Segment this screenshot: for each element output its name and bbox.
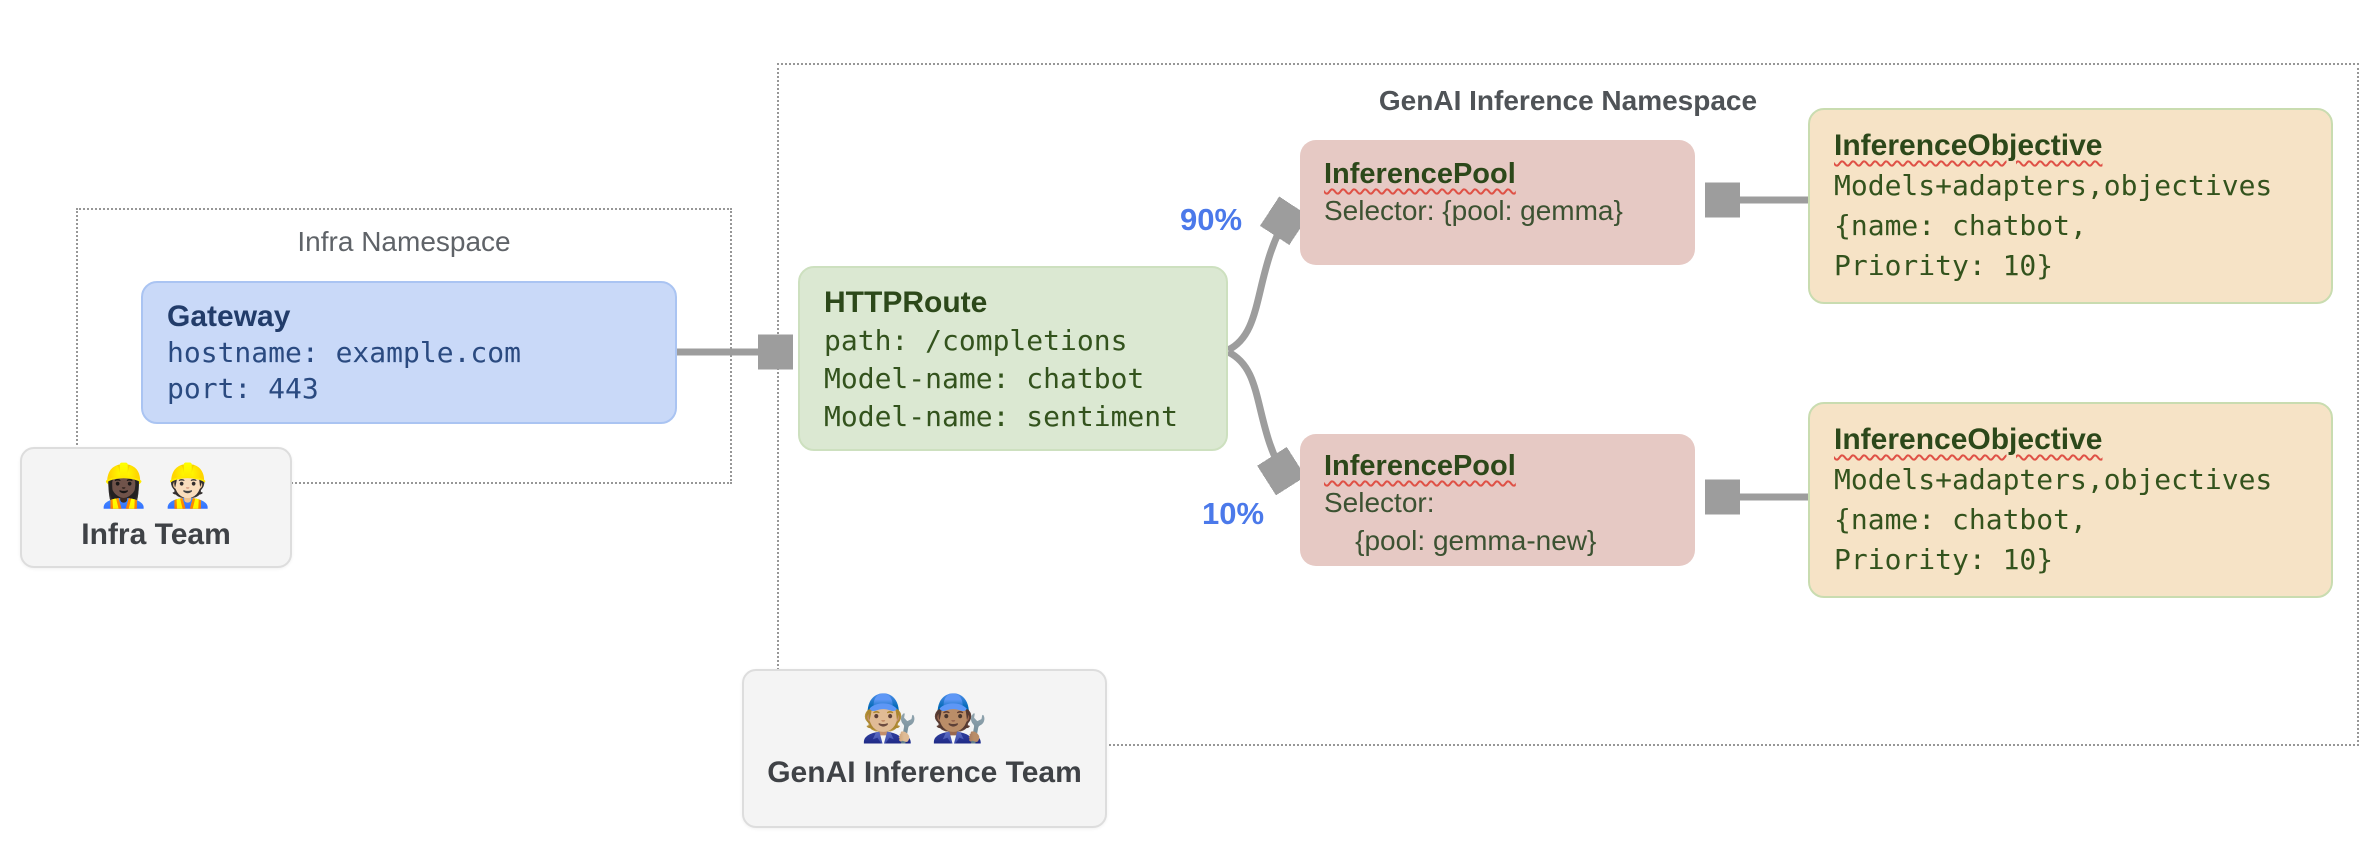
inference-pool-bottom-title: InferencePool <box>1324 448 1671 484</box>
inference-objective-top-title-text: InferenceObjective <box>1834 129 2103 162</box>
objective-top-models-line: Models+adapters,objectives <box>1834 169 2273 202</box>
inference-objective-bottom-title-text: InferenceObjective <box>1834 423 2103 456</box>
infra-namespace-label: Infra Namespace <box>297 226 511 257</box>
construction-worker-emojis-icon: 👷🏿‍♀️ 👷🏻 <box>97 462 215 509</box>
genai-inference-team-label: GenAI Inference Team <box>767 756 1082 789</box>
httproute-node: HTTPRoute path: /completions Model-name:… <box>798 266 1228 451</box>
infra-team-card: 👷🏿‍♀️ 👷🏻 Infra Team <box>20 447 292 568</box>
inference-objective-top-node: InferenceObjective Models+adapters,objec… <box>1808 108 2333 304</box>
gateway-title: Gateway <box>167 300 291 333</box>
traffic-weight-90-label: 90% <box>1180 202 1243 237</box>
mechanic-emojis-icon: 🧑🏼‍🔧 🧑🏽‍🔧 <box>860 692 989 744</box>
inference-objective-bottom-node: InferenceObjective Models+adapters,objec… <box>1808 402 2333 598</box>
httproute-model-chatbot-line: Model-name: chatbot <box>824 362 1145 395</box>
httproute-path-line: path: /completions <box>824 324 1128 357</box>
infra-team-label: Infra Team <box>81 518 231 551</box>
gateway-port-line: port: 443 <box>167 372 319 405</box>
inference-objective-top-title: InferenceObjective <box>1834 126 2307 166</box>
objective-top-name-line: {name: chatbot, <box>1834 209 2087 242</box>
inference-pool-top-title: InferencePool <box>1324 156 1671 192</box>
inference-pool-bottom-node: InferencePool Selector: {pool: gemma-new… <box>1300 434 1695 566</box>
traffic-weight-10-label: 10% <box>1202 496 1265 531</box>
httproute-title: HTTPRoute <box>824 286 988 319</box>
gateway-hostname-line: hostname: example.com <box>167 336 522 369</box>
inference-pool-top-selector-line: Selector: {pool: gemma} <box>1324 195 1623 226</box>
inference-pool-bottom-selector-line: Selector: <box>1324 487 1435 518</box>
gateway-node: Gateway hostname: example.com port: 443 <box>141 281 677 424</box>
objective-bottom-priority-line: Priority: 10} <box>1834 543 2054 576</box>
inference-pool-bottom-selector-value-line: {pool: gemma-new} <box>1324 525 1597 556</box>
infra-namespace-box: Infra Namespace <box>76 208 732 484</box>
genai-inference-namespace-box: GenAI Inference Namespace <box>777 63 2359 746</box>
objective-top-priority-line: Priority: 10} <box>1834 249 2054 282</box>
httproute-model-sentiment-line: Model-name: sentiment <box>824 400 1179 433</box>
objective-bottom-models-line: Models+adapters,objectives <box>1834 463 2273 496</box>
genai-inference-namespace-label: GenAI Inference Namespace <box>1378 85 1758 116</box>
inference-pool-top-node: InferencePool Selector: {pool: gemma} <box>1300 140 1695 265</box>
genai-inference-team-card: 🧑🏼‍🔧 🧑🏽‍🔧 GenAI Inference Team <box>742 669 1107 828</box>
inference-objective-bottom-title: InferenceObjective <box>1834 420 2307 460</box>
objective-bottom-name-line: {name: chatbot, <box>1834 503 2087 536</box>
inference-pool-top-title-text: InferencePool <box>1324 158 1516 190</box>
inference-pool-bottom-title-text: InferencePool <box>1324 450 1516 482</box>
